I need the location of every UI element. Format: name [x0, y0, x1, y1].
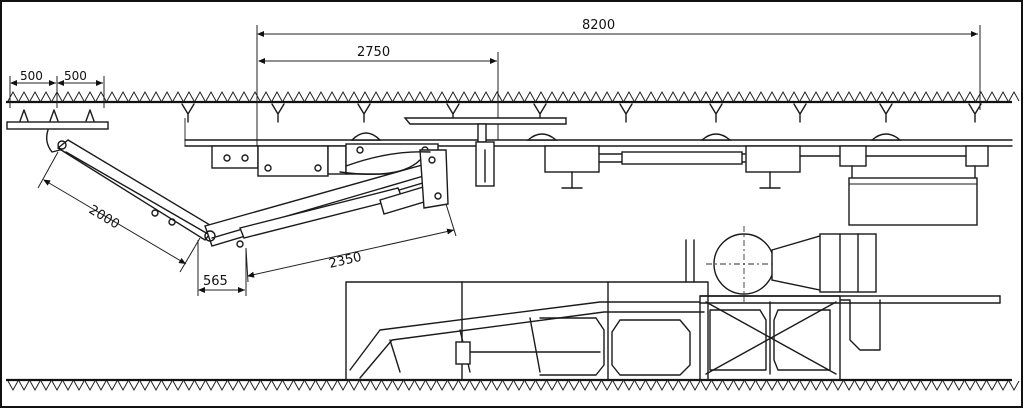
dimension-label-8200: 8200 [582, 18, 615, 33]
dimension-label-500-left: 500 [20, 69, 43, 83]
conveyor-frame [345, 281, 709, 381]
dimension-8200: 8200 [256, 18, 981, 150]
dimension-label-2750: 2750 [357, 45, 390, 60]
dimension-500-pair: 500 500 [9, 69, 105, 108]
top-support-beam [403, 117, 567, 187]
drive-truss [699, 295, 881, 381]
carriage-3 [700, 133, 841, 189]
carriage-4 [839, 133, 989, 167]
dimension-label-565: 565 [203, 274, 228, 289]
hanging-electrical-box [848, 165, 978, 226]
discharge-belt [699, 295, 1001, 304]
dimension-label-2350: 2350 [328, 250, 364, 272]
dimension-label-2000: 2000 [86, 203, 122, 233]
carriage-2 [526, 133, 746, 189]
left-roof-support [6, 109, 109, 153]
carriage-left [211, 145, 347, 177]
drive-drum-and-motor [685, 226, 877, 302]
dimension-2750: 2750 [258, 45, 499, 140]
floor-line [6, 378, 1020, 392]
roof-line [6, 90, 1020, 104]
dimension-label-500-right: 500 [64, 69, 87, 83]
dimension-565: 565 [197, 240, 247, 296]
